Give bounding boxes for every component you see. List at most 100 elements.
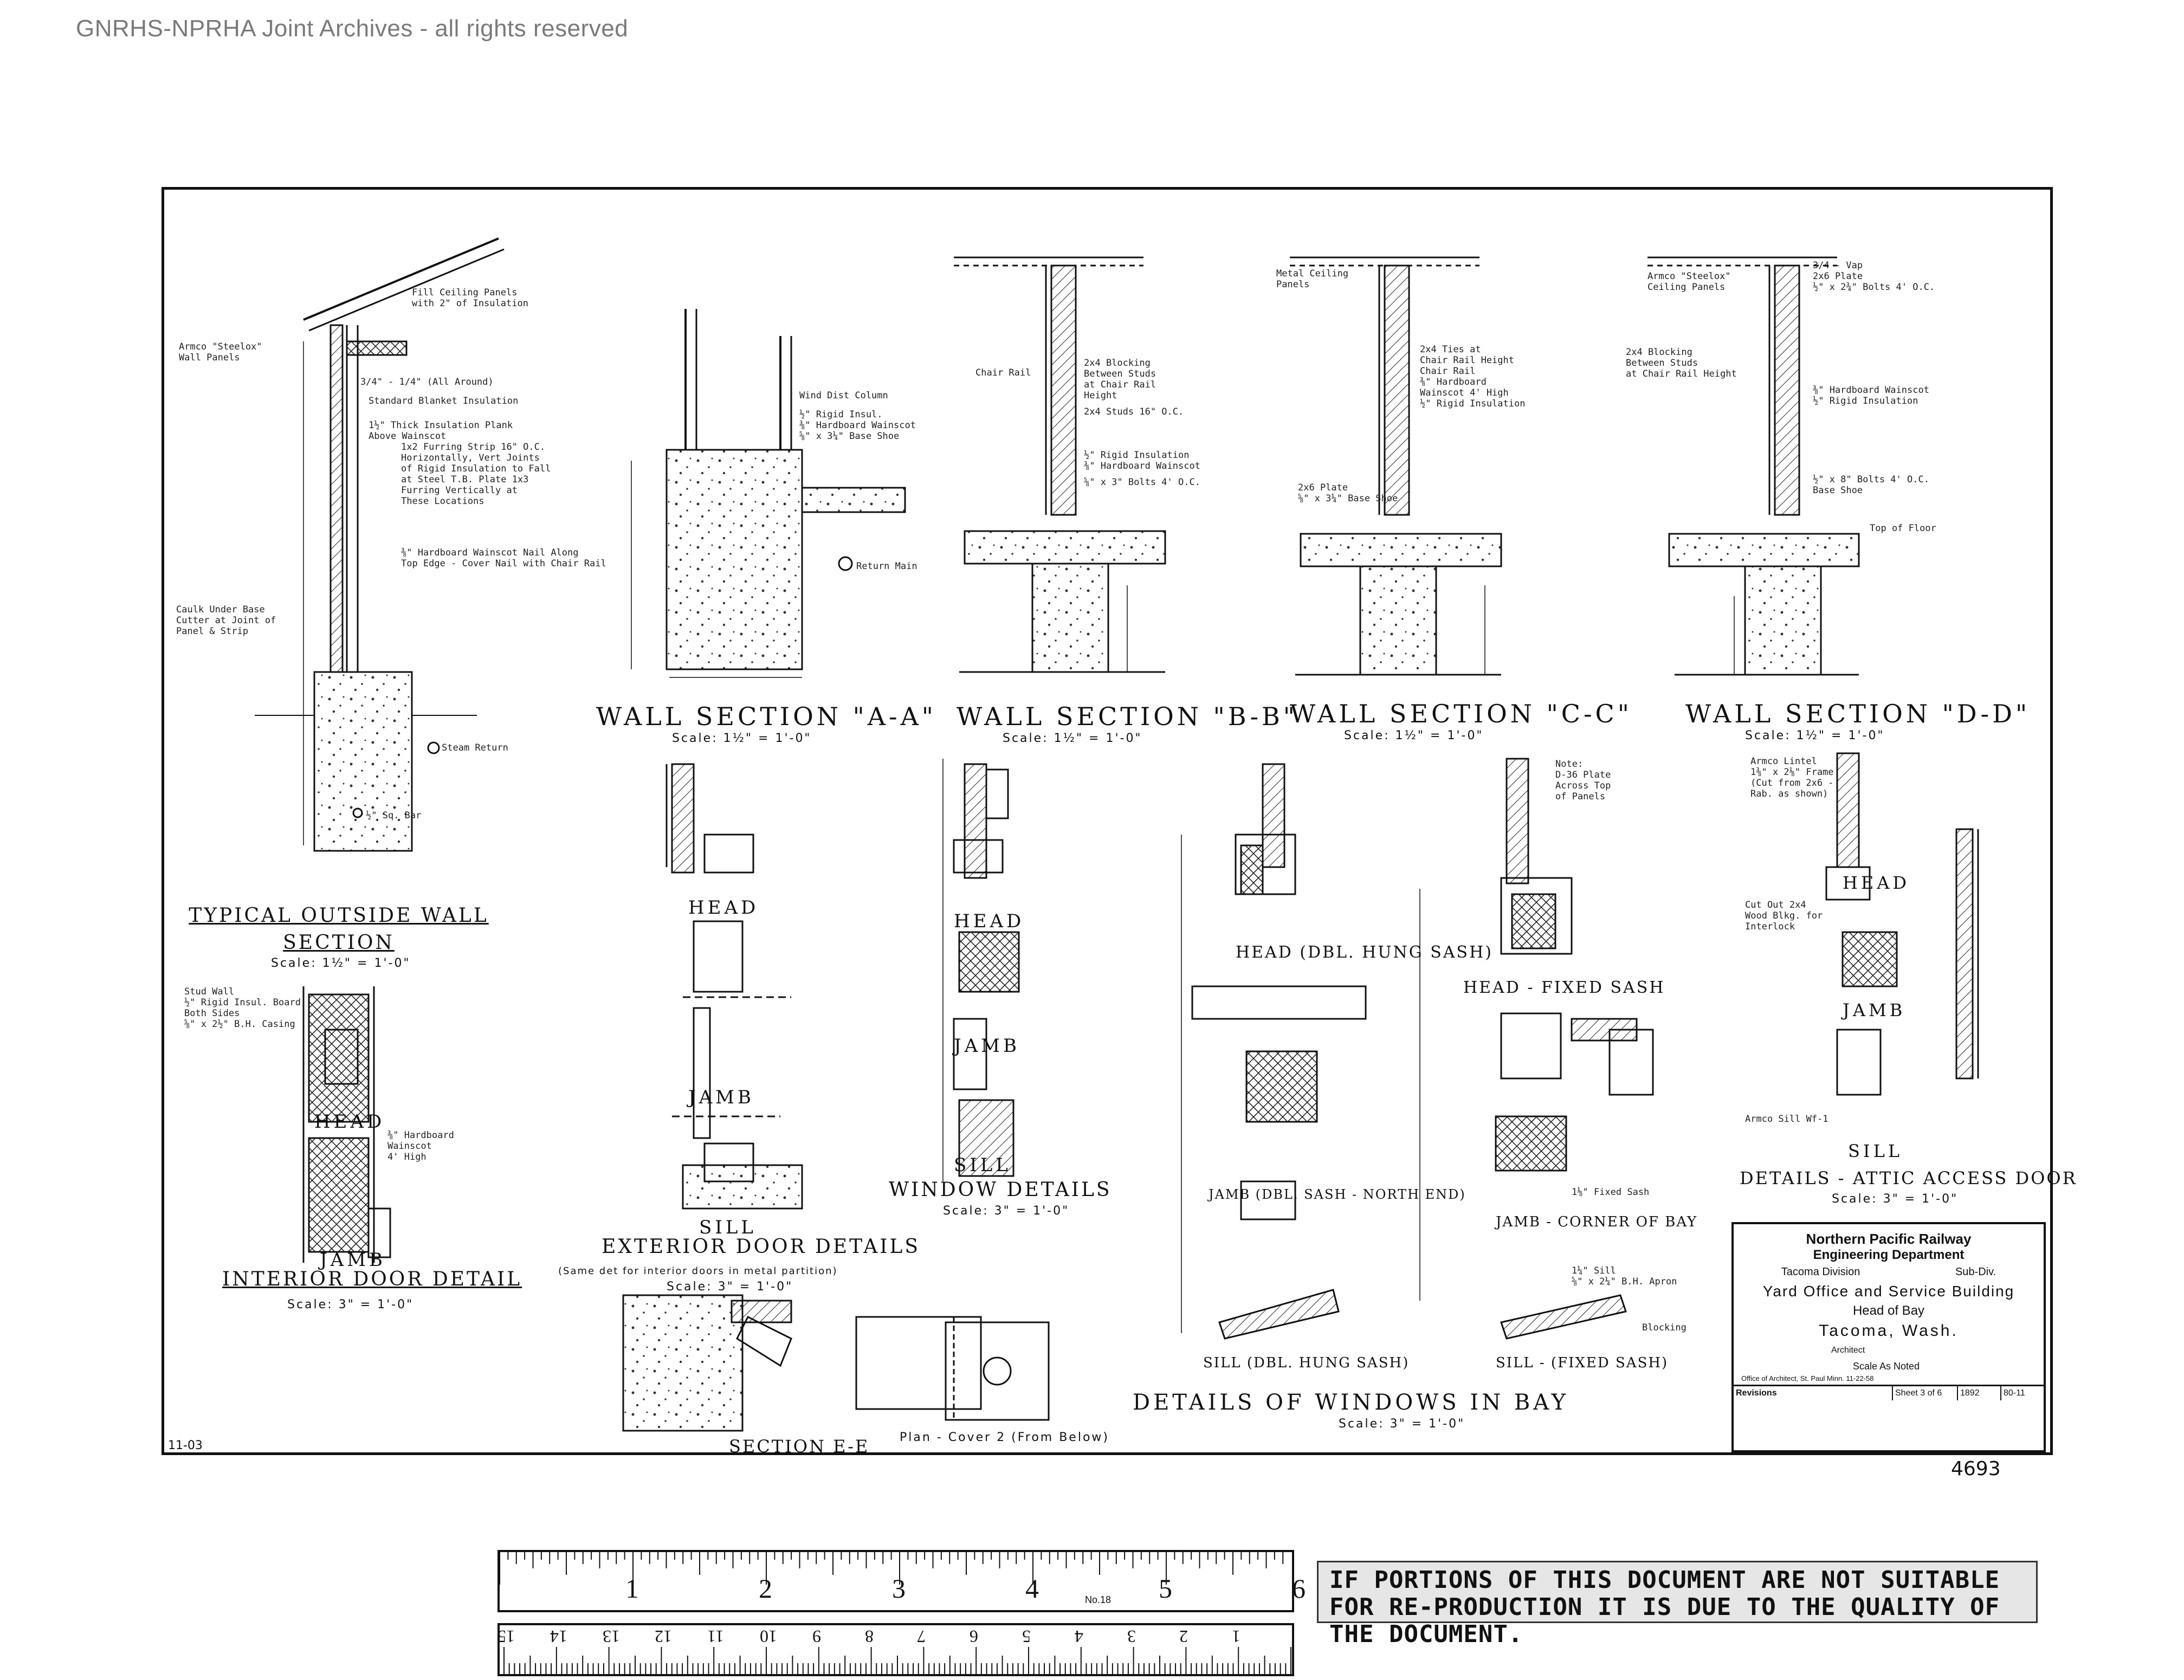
- note-square-bar: ½" Sq. Bar: [366, 810, 422, 821]
- scale-typical-wall: Scale: 1½" = 1'-0": [271, 957, 411, 970]
- cm-label: 3: [1127, 1627, 1136, 1646]
- tb-location-1: Head of Bay: [1852, 1303, 1925, 1318]
- note-armco-lintel: Armco Lintel 1⅜" x 2⅛" Frame (Cut from 2…: [1750, 756, 1834, 799]
- note-caulk-base: Caulk Under Base Cutter at Joint of Pane…: [176, 604, 276, 637]
- label-head-interior-door: Head: [314, 1111, 385, 1133]
- tb-company: Northern Pacific Railway: [1806, 1231, 1972, 1247]
- note-cut-out-blocking: Cut Out 2x4 Wood Blkg. for Interlock: [1745, 900, 1823, 932]
- note-steam-return: Steam Return: [442, 742, 508, 753]
- inch-ruler-ticks: [500, 1552, 1284, 1585]
- note-rigid-insul-a: ½" Rigid Insul. ⅜" Hardboard Wainscot ⅝"…: [799, 409, 916, 442]
- label-jamb-dbl-sash: Jamb (Dbl. Sash - North End): [1209, 1187, 1466, 1202]
- label-jamb-attic: Jamb: [1843, 1000, 1906, 1020]
- inch-label: 6: [1292, 1573, 1306, 1604]
- note-bolts-b: ⅝" x 3" Bolts 4' O.C.: [1084, 477, 1200, 488]
- margin-mark-right: 4693: [1951, 1458, 2001, 1480]
- tb-scale: Scale As Noted: [1853, 1361, 1920, 1372]
- label-sill-attic: Sill: [1848, 1141, 1903, 1161]
- ruler-model: No.18: [1085, 1594, 1112, 1605]
- title-wall-section-c: Wall Section "C-C": [1290, 699, 1632, 728]
- note-metal-ceiling: Metal Ceiling Panels: [1276, 268, 1349, 290]
- scale-window-details: Scale: 3" = 1'-0": [943, 1204, 1070, 1218]
- tb-location-2: Tacoma, Wash.: [1819, 1322, 1959, 1340]
- title-block: Northern Pacific Railway Engineering Dep…: [1731, 1222, 2046, 1452]
- note-furring-strips: 1x2 Furring Strip 16" O.C. Horizontally,…: [401, 442, 551, 507]
- note-blocking-bay: Blocking: [1642, 1322, 1687, 1333]
- note-chair-rail-b: Chair Rail: [975, 367, 1031, 378]
- tb-revisions: Revisions: [1736, 1388, 1777, 1398]
- tb-file: 80-11: [2000, 1386, 2044, 1400]
- note-bolts-d: ½" x 8" Bolts 4' O.C. Base Shoe: [1813, 474, 1929, 496]
- title-exterior-door: Exterior Door Details: [602, 1236, 920, 1258]
- label-jamb-window: Jamb: [954, 1035, 1020, 1057]
- label-head-fixed-sash: Head - Fixed Sash: [1463, 978, 1665, 997]
- note-wind-dist-column: Wind Dist Column: [799, 390, 888, 401]
- scale-interior-door: Scale: 3" = 1'-0": [287, 1298, 414, 1311]
- tb-department: Engineering Department: [1813, 1248, 1965, 1262]
- note-wainscot-d: ⅜" Hardboard Wainscot ½" Rigid Insulatio…: [1813, 385, 1929, 406]
- cm-label: 7: [917, 1627, 926, 1646]
- note-all-around: 3/4" - 1/4" (All Around): [360, 377, 494, 387]
- title-typical-wall: Typical Outside Wall Section: [189, 904, 489, 954]
- label-head-attic: Head: [1843, 873, 1910, 893]
- cm-label: 11: [707, 1627, 724, 1646]
- cm-label: 6: [970, 1627, 979, 1646]
- label-sill-dbl-hung: Sill (Dbl. Hung Sash): [1203, 1355, 1410, 1371]
- title-plan-cover: Plan - Cover 2 (From Below): [900, 1431, 1109, 1444]
- archive-watermark: GNRHS-NPRHA Joint Archives - all rights …: [76, 15, 629, 42]
- note-steelox-ceiling: Armco "Steelox" Ceiling Panels: [1647, 271, 1731, 293]
- label-jamb-interior-door: Jamb: [320, 1249, 386, 1271]
- label-sill-exterior-door: Sill: [699, 1217, 757, 1238]
- note-fixed-sash: 1⅛" Fixed Sash: [1572, 1187, 1650, 1198]
- note-steelox-wall-panels: Armco "Steelox" Wall Panels: [179, 341, 262, 363]
- label-jamb-exterior-door: Jamb: [688, 1087, 754, 1108]
- note-plate-d: 3/4 - Vap 2x6 Plate ½" x 2¾" Bolts 4' O.…: [1813, 260, 1935, 293]
- scale-wall-section-a: Scale: 1½" = 1'-0": [672, 732, 812, 745]
- label-sill-fixed: Sill - (Fixed Sash): [1496, 1355, 1669, 1371]
- cm-label: 12: [655, 1627, 673, 1646]
- note-plate-c: 2x6 Plate ⅝" x 3¼" Base Shoe: [1298, 482, 1398, 504]
- title-wall-section-a: Wall Section "A-A": [596, 702, 936, 731]
- title-bay-windows: Details of Windows in Bay: [1133, 1390, 1569, 1415]
- cm-label: 8: [864, 1627, 874, 1646]
- cm-label: 15: [497, 1627, 515, 1646]
- scale-wall-section-d: Scale: 1½" = 1'-0": [1745, 729, 1885, 742]
- note-blanket-insulation: Standard Blanket Insulation: [369, 396, 519, 406]
- note-studs-b: 2x4 Studs 16" O.C.: [1084, 406, 1184, 417]
- tb-sheet: Sheet 3 of 6: [1892, 1386, 1957, 1400]
- note-hardboard-wainscot: ⅜" Hardboard Wainscot Nail Along Top Edg…: [401, 547, 606, 569]
- label-head-window: Head: [954, 910, 1025, 932]
- title-interior-door: Interior Door Detail: [222, 1268, 522, 1290]
- inch-label: 1: [625, 1573, 639, 1604]
- note-return-main: Return Main: [856, 561, 917, 572]
- note-armco-sill: Armco Sill Wf-1: [1745, 1114, 1828, 1125]
- label-sill-window: Sill: [954, 1154, 1011, 1176]
- tb-architect: Architect: [1831, 1346, 1865, 1355]
- tb-subdivision: Sub-Div.: [1955, 1266, 1996, 1278]
- note-ties-c: 2x4 Ties at Chair Rail Height Chair Rail…: [1420, 344, 1526, 409]
- title-window-details: Window Details: [889, 1179, 1112, 1201]
- cm-label: 10: [760, 1627, 777, 1646]
- margin-mark-left: 11-03: [168, 1439, 203, 1452]
- note-ceiling-insulation: Fill Ceiling Panels with 2" of Insulatio…: [412, 287, 528, 309]
- note-insulation-plank: 1½" Thick Insulation Plank Above Wainsco…: [369, 420, 513, 442]
- tb-division: Tacoma Division: [1781, 1266, 1860, 1278]
- cm-label: 1: [1232, 1627, 1241, 1646]
- label-jamb-corner: Jamb - Corner of Bay: [1496, 1214, 1698, 1230]
- label-head-dbl-hung: Head (Dbl. Hung Sash): [1236, 943, 1493, 962]
- inch-label: 2: [759, 1573, 772, 1604]
- note-stud-wall: Stud Wall ½" Rigid Insul. Board Both Sid…: [184, 986, 301, 1030]
- note-rigid-insul-b: ½" Rigid Insulation ⅜" Hardboard Wainsco…: [1084, 450, 1200, 471]
- cm-ruler-ticks: [503, 1647, 1291, 1674]
- label-head-exterior-door: Head: [688, 897, 759, 919]
- tb-office: Office of Architect, St. Paul Minn. 11-2…: [1741, 1374, 1874, 1382]
- inch-label: 5: [1159, 1573, 1172, 1604]
- inch-label: 3: [892, 1573, 906, 1604]
- note-exterior-door: (Same det for interior doors in metal pa…: [558, 1265, 838, 1277]
- cm-label: 4: [1074, 1627, 1083, 1646]
- tb-number: 1892: [1957, 1386, 2000, 1400]
- cm-label: 9: [812, 1627, 821, 1646]
- scale-bay-windows: Scale: 3" = 1'-0": [1339, 1417, 1465, 1431]
- cm-label: 13: [602, 1627, 620, 1646]
